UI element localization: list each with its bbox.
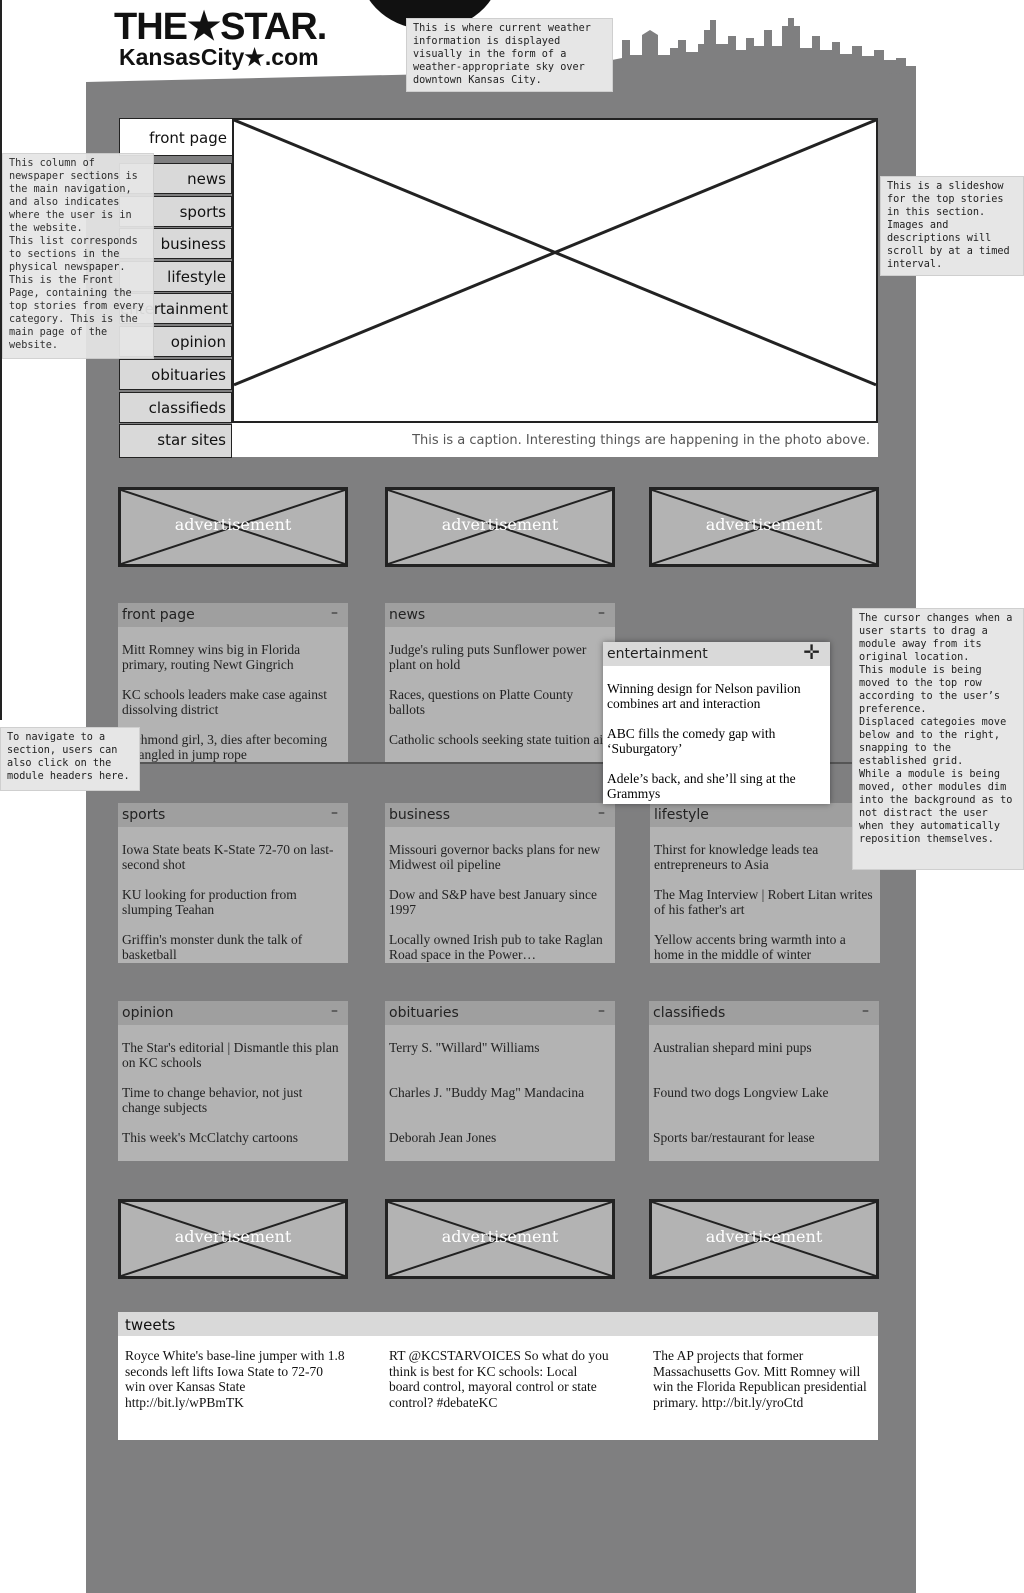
- story-link[interactable]: KC schools leaders make case against dis…: [122, 687, 328, 717]
- story-link[interactable]: Iowa State beats K-State 72-70 on last-s…: [122, 842, 334, 872]
- story-link[interactable]: Griffin's monster dunk the talk of baske…: [122, 932, 303, 962]
- story-link[interactable]: The Mag Interview | Robert Litan writes …: [654, 887, 873, 917]
- module-title: business: [389, 807, 451, 823]
- tweets-module: tweets Royce White's base-line jumper wi…: [118, 1312, 878, 1440]
- advertisement-top-2[interactable]: advertisement: [385, 487, 615, 567]
- collapse-icon[interactable]: –: [598, 605, 605, 621]
- module-opinion: opinion – The Star's editorial | Dismantl…: [118, 1001, 348, 1161]
- advertisement-top-3[interactable]: advertisement: [649, 487, 879, 567]
- module-front-page: front page – Mitt Romney wins big in Flor…: [118, 603, 348, 763]
- module-title: obituaries: [389, 1005, 459, 1021]
- module-title: opinion: [122, 1005, 174, 1021]
- kansas-city-skyline-image: [612, 18, 916, 86]
- module-header-news[interactable]: news –: [385, 603, 615, 627]
- kansascity-logo[interactable]: KansasCity★.com: [119, 44, 319, 70]
- module-header-opinion[interactable]: opinion –: [118, 1001, 348, 1025]
- story-link[interactable]: Sports bar/restaurant for lease: [653, 1130, 815, 1145]
- advertisement-top-1[interactable]: advertisement: [118, 487, 348, 567]
- page-left-border: [0, 0, 2, 720]
- advertisement-bottom-2[interactable]: advertisement: [385, 1199, 615, 1279]
- advertisement-label: advertisement: [441, 515, 559, 534]
- nav-item-classifieds[interactable]: classifieds: [119, 392, 232, 423]
- story-link[interactable]: ABC fills the comedy gap with ‘Suburgato…: [607, 726, 776, 756]
- module-title: lifestyle: [654, 807, 709, 823]
- story-link[interactable]: Charles J. "Buddy Mag" Mandacina: [389, 1085, 585, 1100]
- story-link[interactable]: Locally owned Irish pub to take Raglan R…: [389, 932, 603, 962]
- story-link[interactable]: Richmond girl, 3, dies after becoming en…: [122, 732, 328, 762]
- advertisement-label: advertisement: [705, 1227, 823, 1246]
- move-cursor-icon[interactable]: ✛: [803, 642, 820, 664]
- module-title: sports: [122, 807, 166, 823]
- module-news: news – Judge's ruling puts Sunflower powe…: [385, 603, 615, 763]
- slideshow-annotation: This is a slideshow for the top stories …: [880, 176, 1024, 276]
- module-sports: sports – Iowa State beats K-State 72-70 o…: [118, 803, 348, 963]
- module-classifieds: classifieds – Australian shepard mini pup…: [649, 1001, 879, 1161]
- slideshow-caption: This is a caption. Interesting things ar…: [232, 423, 878, 457]
- drag-annotation: The cursor changes when a user starts to…: [852, 608, 1024, 870]
- story-link[interactable]: Mitt Romney wins big in Florida primary,…: [122, 642, 301, 672]
- story-link[interactable]: Time to change behavior, not just change…: [122, 1085, 303, 1115]
- module-header-front-page[interactable]: front page –: [118, 603, 348, 627]
- module-lifestyle: lifestyle Thirst for knowledge leads tea…: [650, 803, 880, 963]
- advertisement-label: advertisement: [705, 515, 823, 534]
- tweets-header[interactable]: tweets: [118, 1312, 878, 1336]
- collapse-icon[interactable]: –: [331, 605, 338, 621]
- story-link[interactable]: Judge's ruling puts Sunflower power plan…: [389, 642, 587, 672]
- module-title: entertainment: [607, 646, 708, 662]
- advertisement-label: advertisement: [174, 1227, 292, 1246]
- module-title: front page: [122, 607, 195, 623]
- slideshow-image[interactable]: [232, 118, 878, 423]
- module-obituaries: obituaries– Terry S. "Willard" Williams …: [385, 1001, 615, 1161]
- module-header-sports[interactable]: sports –: [118, 803, 348, 827]
- advertisement-bottom-1[interactable]: advertisement: [118, 1199, 348, 1279]
- story-link[interactable]: Deborah Jean Jones: [389, 1130, 497, 1145]
- module-header-entertainment[interactable]: entertainment ✛: [603, 642, 830, 666]
- tweet-item[interactable]: RT @KCSTARVOICES So what do you think is…: [389, 1348, 609, 1410]
- row-divider: [86, 762, 916, 764]
- story-link[interactable]: Missouri governor backs plans for new Mi…: [389, 842, 601, 872]
- story-link[interactable]: KU looking for production from slumping …: [122, 887, 297, 917]
- module-header-obituaries[interactable]: obituaries –: [385, 1001, 615, 1025]
- collapse-icon[interactable]: –: [598, 805, 605, 821]
- tweet-item[interactable]: Royce White's base-line jumper with 1.8 …: [125, 1348, 345, 1410]
- advertisement-label: advertisement: [174, 515, 292, 534]
- star-logo[interactable]: THE★STAR.: [114, 6, 327, 48]
- story-link[interactable]: Catholic schools seeking state tuition a…: [389, 732, 610, 747]
- story-link[interactable]: Thirst for knowledge leads tea entrepren…: [654, 842, 819, 872]
- story-link[interactable]: Terry S. "Willard" Williams: [389, 1040, 540, 1055]
- story-link[interactable]: The Star's editorial | Dismantle this pl…: [122, 1040, 339, 1070]
- story-link[interactable]: This week's McClatchy cartoons: [122, 1130, 299, 1145]
- story-link[interactable]: Adele’s back, and she’ll sing at the Gra…: [607, 771, 796, 801]
- module-entertainment-dragging[interactable]: entertainment ✛ Winning design for Nelson…: [603, 642, 830, 804]
- nav-item-obituaries[interactable]: obituaries: [119, 359, 232, 390]
- weather-annotation: This is where current weather informatio…: [406, 18, 613, 92]
- module-title: news: [389, 607, 426, 623]
- nav-annotation: This column of newspaper sections is the…: [2, 153, 154, 359]
- module-title: classifieds: [653, 1005, 726, 1021]
- story-link[interactable]: Races, questions on Platte County ballot…: [389, 687, 574, 717]
- advertisement-label: advertisement: [441, 1227, 559, 1246]
- tweet-item[interactable]: The AP projects that former Massachusett…: [653, 1348, 867, 1410]
- module-header-business[interactable]: business –: [385, 803, 615, 827]
- collapse-icon[interactable]: –: [331, 1003, 338, 1019]
- story-link[interactable]: Found two dogs Longview Lake: [653, 1085, 829, 1100]
- story-link[interactable]: Yellow accents bring warmth into a home …: [654, 932, 846, 962]
- collapse-icon[interactable]: –: [598, 1003, 605, 1019]
- collapse-icon[interactable]: –: [862, 1003, 869, 1019]
- story-link[interactable]: Winning design for Nelson pavilion combi…: [607, 681, 801, 711]
- advertisement-bottom-3[interactable]: advertisement: [649, 1199, 879, 1279]
- nav-item-front-page[interactable]: front page: [119, 118, 232, 156]
- module-business: business – Missouri governor backs plans …: [385, 803, 615, 963]
- module-header-annotation: To navigate to a section, users can also…: [0, 727, 140, 791]
- collapse-icon[interactable]: –: [331, 805, 338, 821]
- story-link[interactable]: Australian shepard mini pups: [653, 1040, 812, 1055]
- module-header-classifieds[interactable]: classifieds –: [649, 1001, 879, 1025]
- story-link[interactable]: Dow and S&P have best January since 1997: [389, 887, 597, 917]
- nav-item-star-sites[interactable]: star sites: [119, 424, 232, 458]
- module-header-lifestyle[interactable]: lifestyle: [650, 803, 880, 827]
